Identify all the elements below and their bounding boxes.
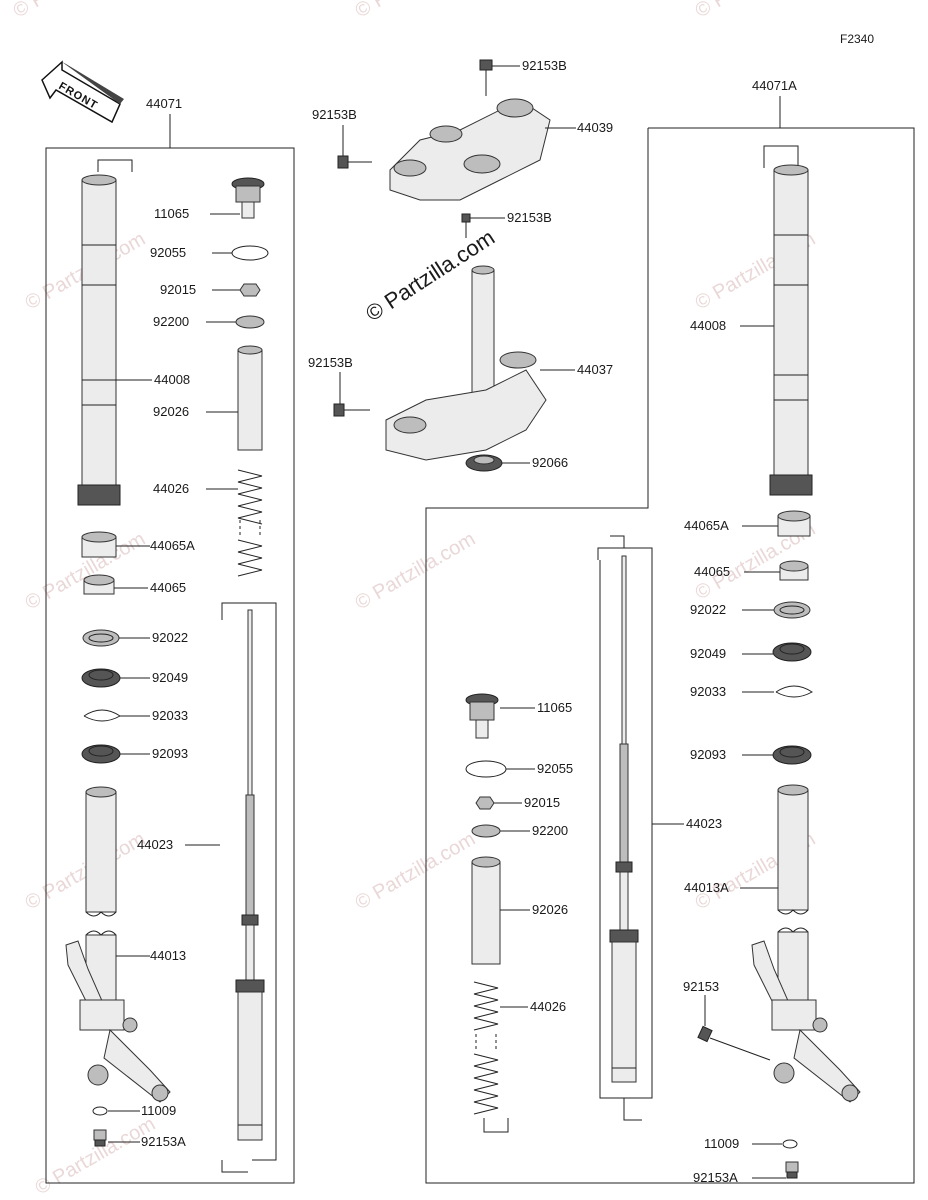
bolt: [93, 1129, 107, 1147]
collar: [471, 856, 501, 965]
fork-spring: [473, 981, 509, 1133]
part-label: 44026: [530, 999, 566, 1014]
part-label: 92026: [532, 902, 568, 917]
part-label: 11065: [154, 206, 189, 221]
dust-seal: [772, 745, 812, 765]
part-label: 92153A: [141, 1134, 186, 1149]
assembly-label: 44071: [146, 96, 182, 111]
triple-clamp-group: 92153B 44039 92153B 92153B © Partzilla.c…: [308, 58, 613, 472]
part-label: 92153A: [693, 1170, 738, 1185]
seal: [465, 454, 503, 472]
part-label: 44008: [690, 318, 726, 333]
part-label: 44065: [150, 580, 186, 595]
part-label: 92049: [152, 670, 188, 685]
part-label: 92066: [532, 455, 568, 470]
part-label: 44026: [153, 481, 189, 496]
part-label: 44013: [150, 948, 186, 963]
bushing: [777, 510, 811, 537]
outer-tube: [77, 159, 133, 506]
washer: [82, 629, 120, 647]
part-label: 44065A: [684, 518, 729, 533]
part-label: 92153B: [308, 355, 353, 370]
watermark: © Partzilla.com: [10, 0, 138, 22]
part-label: 44023: [686, 816, 722, 831]
bolt: [697, 1025, 771, 1061]
fork-cap: [231, 177, 265, 219]
inner-tube: [65, 786, 171, 1103]
watermark: © Partzilla.com: [692, 0, 820, 22]
part-label: 92093: [152, 746, 188, 761]
dust-seal: [81, 744, 121, 764]
right-fork-assembly: 44071A 44008 44065A 44065: [425, 78, 915, 1185]
watermark: © Partzilla.com: [352, 828, 480, 914]
part-label: 44065: [694, 564, 730, 579]
front-arrow-icon: FRONT: [41, 60, 124, 124]
part-label: 92153: [683, 979, 719, 994]
damper-cartridge: [597, 535, 653, 1121]
part-label: 92033: [152, 708, 188, 723]
part-label: 44008: [154, 372, 190, 387]
nut: [475, 796, 495, 810]
oil-seal: [81, 668, 121, 688]
part-label: 44013A: [684, 880, 729, 895]
washer: [773, 601, 811, 619]
part-label: 92015: [524, 795, 560, 810]
gasket: [92, 1106, 108, 1116]
part-label: 92055: [150, 245, 186, 260]
part-label: 92015: [160, 282, 196, 297]
part-label: 92022: [152, 630, 188, 645]
washer: [471, 824, 501, 838]
upper-triple-clamp: [389, 98, 551, 201]
watermark: © Partzilla.com: [22, 828, 150, 914]
collar: [237, 345, 263, 451]
fork-spring: [237, 469, 263, 577]
nut: [239, 283, 261, 297]
washer: [235, 315, 265, 329]
part-label: 44023: [137, 837, 173, 852]
bushing: [83, 574, 115, 595]
bushing: [81, 531, 117, 558]
outer-tube: [763, 145, 813, 496]
o-ring: [231, 245, 269, 261]
circlip: [775, 685, 813, 698]
part-label: 44065A: [150, 538, 195, 553]
part-label: 92033: [690, 684, 726, 699]
part-label: 92153B: [507, 210, 552, 225]
watermark: © Partzilla.com: [352, 528, 480, 614]
part-label: 92200: [153, 314, 189, 329]
part-label: 11065: [537, 700, 572, 715]
watermark: © Partzilla.com: [32, 1113, 160, 1199]
part-label: 92022: [690, 602, 726, 617]
left-fork-assembly: 44071 44008 11065 92055: [45, 96, 295, 1184]
circlip: [83, 709, 121, 722]
part-label: 92026: [153, 404, 189, 419]
part-label: 92049: [690, 646, 726, 661]
gasket: [782, 1139, 798, 1149]
bushing: [779, 560, 809, 581]
part-label: 92093: [690, 747, 726, 762]
steering-stem: [385, 265, 547, 461]
inner-tube: [751, 784, 861, 1103]
watermark: © Partzilla.com: [352, 0, 480, 22]
bolt: [785, 1161, 799, 1179]
part-label: 44039: [577, 120, 613, 135]
oil-seal: [772, 642, 812, 662]
damper-cartridge: [221, 602, 277, 1173]
o-ring: [465, 760, 507, 778]
bolt: [333, 403, 370, 417]
part-label: 92153B: [522, 58, 567, 73]
bolt: [479, 59, 493, 96]
part-label: 92055: [537, 761, 573, 776]
fork-cap: [465, 693, 499, 739]
part-label: 11009: [704, 1136, 739, 1151]
bolt: [337, 155, 372, 169]
part-label: 92200: [532, 823, 568, 838]
part-label: 92153B: [312, 107, 357, 122]
diagram-code: F2340: [840, 32, 874, 46]
part-label: 44037: [577, 362, 613, 377]
assembly-label: 44071A: [752, 78, 797, 93]
part-label: 11009: [141, 1103, 176, 1118]
